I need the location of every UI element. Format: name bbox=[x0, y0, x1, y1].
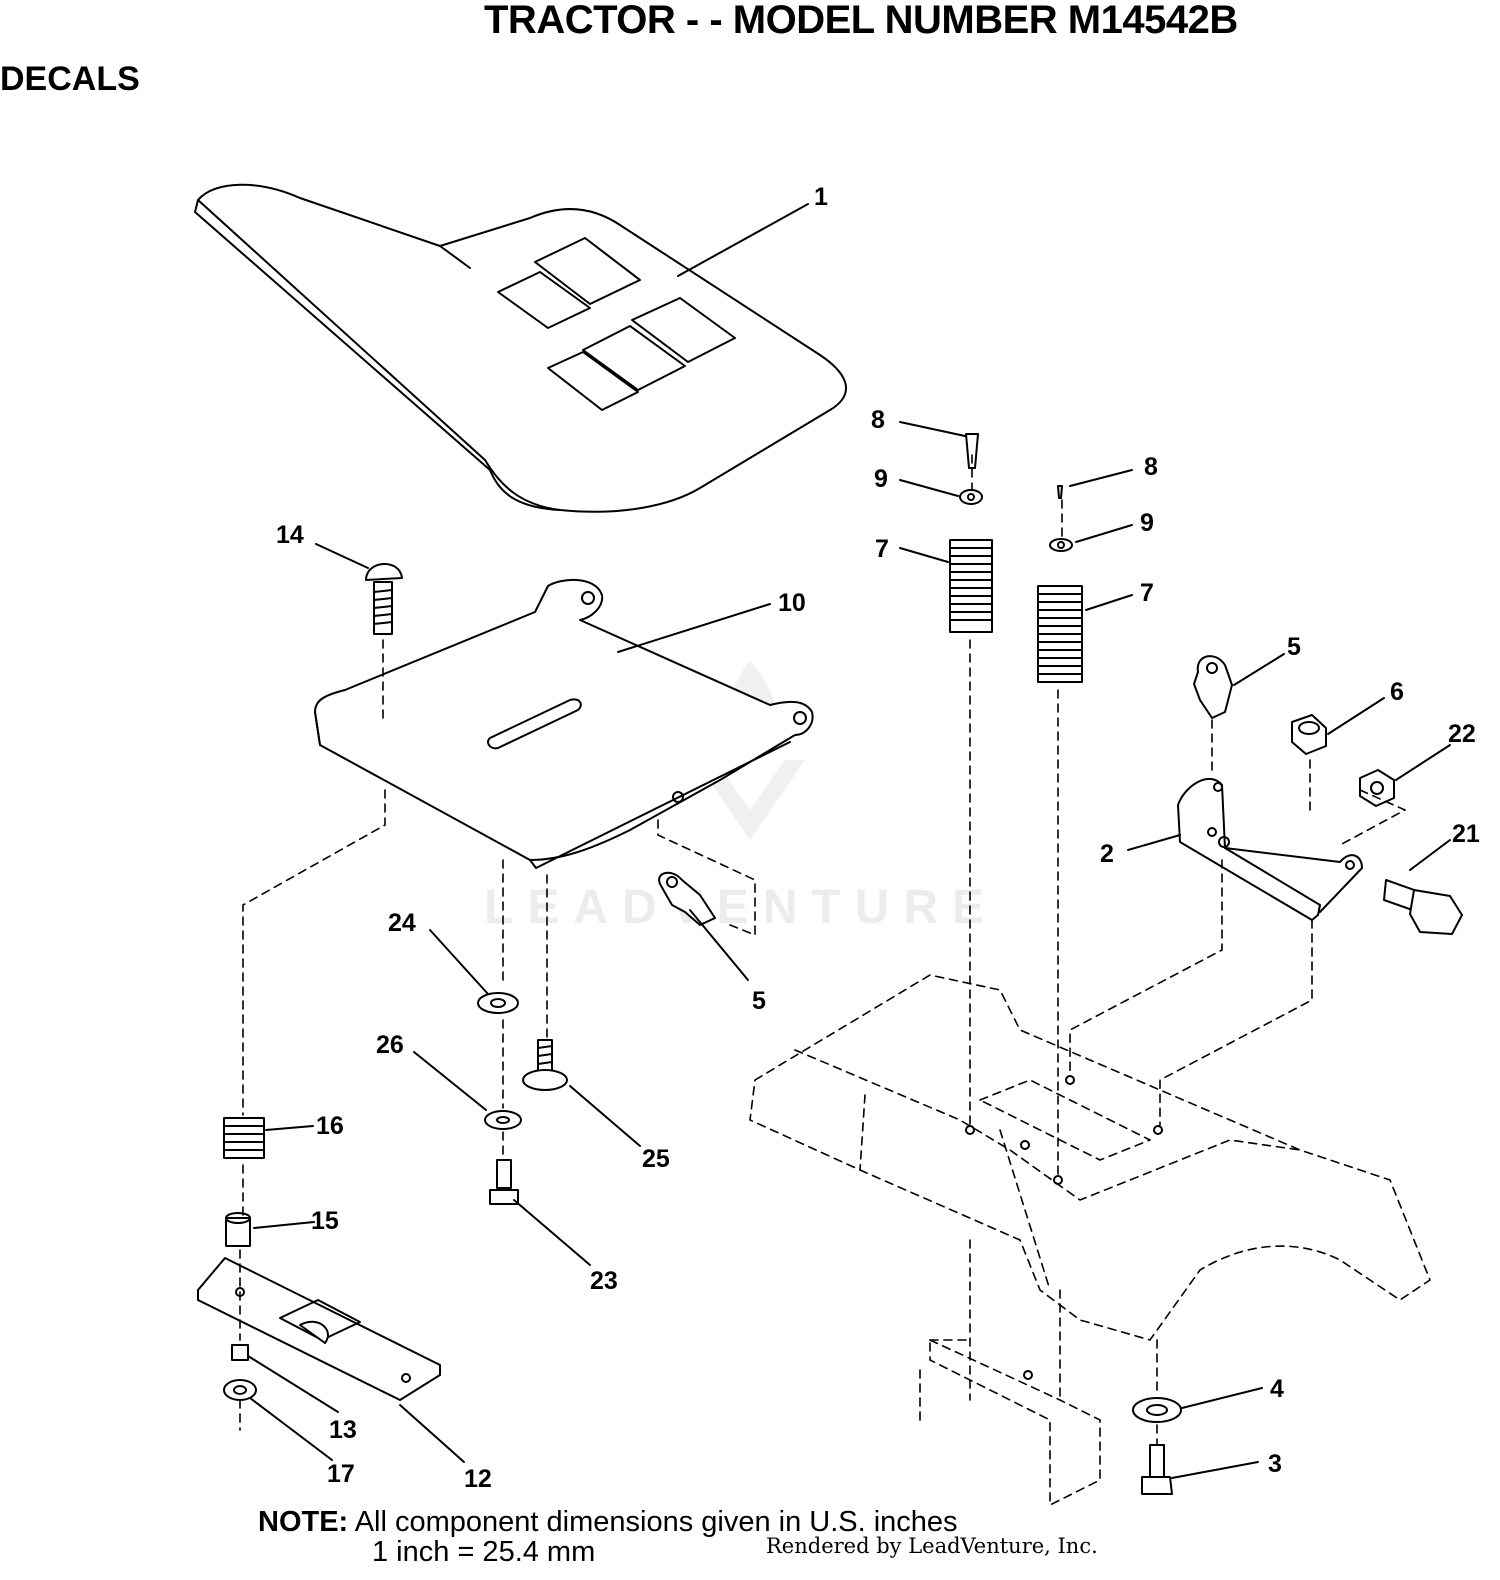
callout-22: 22 bbox=[1448, 720, 1476, 748]
callout-1: 1 bbox=[814, 183, 828, 211]
spring-part-right bbox=[1037, 585, 1083, 683]
callout-3: 3 bbox=[1268, 1450, 1282, 1478]
callout-2: 2 bbox=[1100, 840, 1114, 868]
base-plate-part bbox=[197, 1257, 441, 1401]
spring-and-bushing-parts bbox=[223, 1117, 265, 1247]
callout-15: 15 bbox=[311, 1207, 339, 1235]
frame-washer-and-bolt-parts bbox=[1132, 1397, 1182, 1495]
note: NOTE: All component dimensions given in … bbox=[258, 1506, 958, 1567]
callout-9: 9 bbox=[1140, 509, 1154, 537]
seat-pan-part bbox=[314, 578, 814, 869]
callout-12: 12 bbox=[464, 1465, 492, 1493]
callout-13: 13 bbox=[329, 1416, 357, 1444]
page-title: TRACTOR - - MODEL NUMBER M14542B bbox=[484, 0, 1238, 42]
carriage-bolt-part bbox=[365, 563, 403, 635]
watermark-text: LEADVENTURE bbox=[484, 881, 999, 934]
note-line-2: 1 inch = 25.4 mm bbox=[372, 1536, 596, 1568]
callout-6: 6 bbox=[1390, 678, 1404, 706]
frame-holes bbox=[965, 1075, 1163, 1380]
callout-7: 7 bbox=[875, 535, 889, 563]
callout-4: 4 bbox=[1270, 1375, 1284, 1403]
note-label: NOTE: bbox=[258, 1506, 349, 1538]
callout-23: 23 bbox=[590, 1267, 618, 1295]
callout-26: 26 bbox=[376, 1031, 404, 1059]
hex-bolt-part bbox=[1383, 879, 1463, 935]
tractor-frame-outline bbox=[239, 454, 1431, 1506]
callout-8: 8 bbox=[871, 406, 885, 434]
washer-and-screw-parts bbox=[477, 992, 568, 1205]
leader-lines bbox=[247, 203, 1451, 1479]
pin-and-washer-parts bbox=[959, 433, 1073, 552]
callout-17: 17 bbox=[327, 1460, 355, 1488]
bottom-nut-parts bbox=[223, 1344, 257, 1401]
spring-part-left bbox=[949, 539, 993, 633]
callout-10: 10 bbox=[778, 589, 806, 617]
nut-parts bbox=[1291, 714, 1395, 807]
callout-21: 21 bbox=[1452, 820, 1480, 848]
callout-25: 25 bbox=[642, 1145, 670, 1173]
render-credit: Rendered by LeadVenture, Inc. bbox=[766, 1534, 1098, 1558]
note-line-1: All component dimensions given in U.S. i… bbox=[354, 1506, 958, 1538]
callout-8: 8 bbox=[1144, 453, 1158, 481]
callout-5: 5 bbox=[1287, 633, 1301, 661]
seat-bracket-part bbox=[1177, 778, 1363, 921]
seat-part bbox=[194, 183, 847, 513]
callout-24: 24 bbox=[388, 909, 416, 937]
section-title: DECALS bbox=[0, 60, 140, 98]
callout-7: 7 bbox=[1140, 579, 1154, 607]
callout-numbers: 1 8 9 8 7 9 7 14 10 5 6 22 2 21 24 5 26 … bbox=[276, 183, 1480, 1493]
clip-part-left bbox=[658, 871, 716, 926]
callout-14: 14 bbox=[276, 521, 304, 549]
clip-part-right bbox=[1193, 655, 1233, 719]
callout-5: 5 bbox=[752, 987, 766, 1015]
callout-9: 9 bbox=[874, 465, 888, 493]
callout-16: 16 bbox=[316, 1112, 344, 1140]
